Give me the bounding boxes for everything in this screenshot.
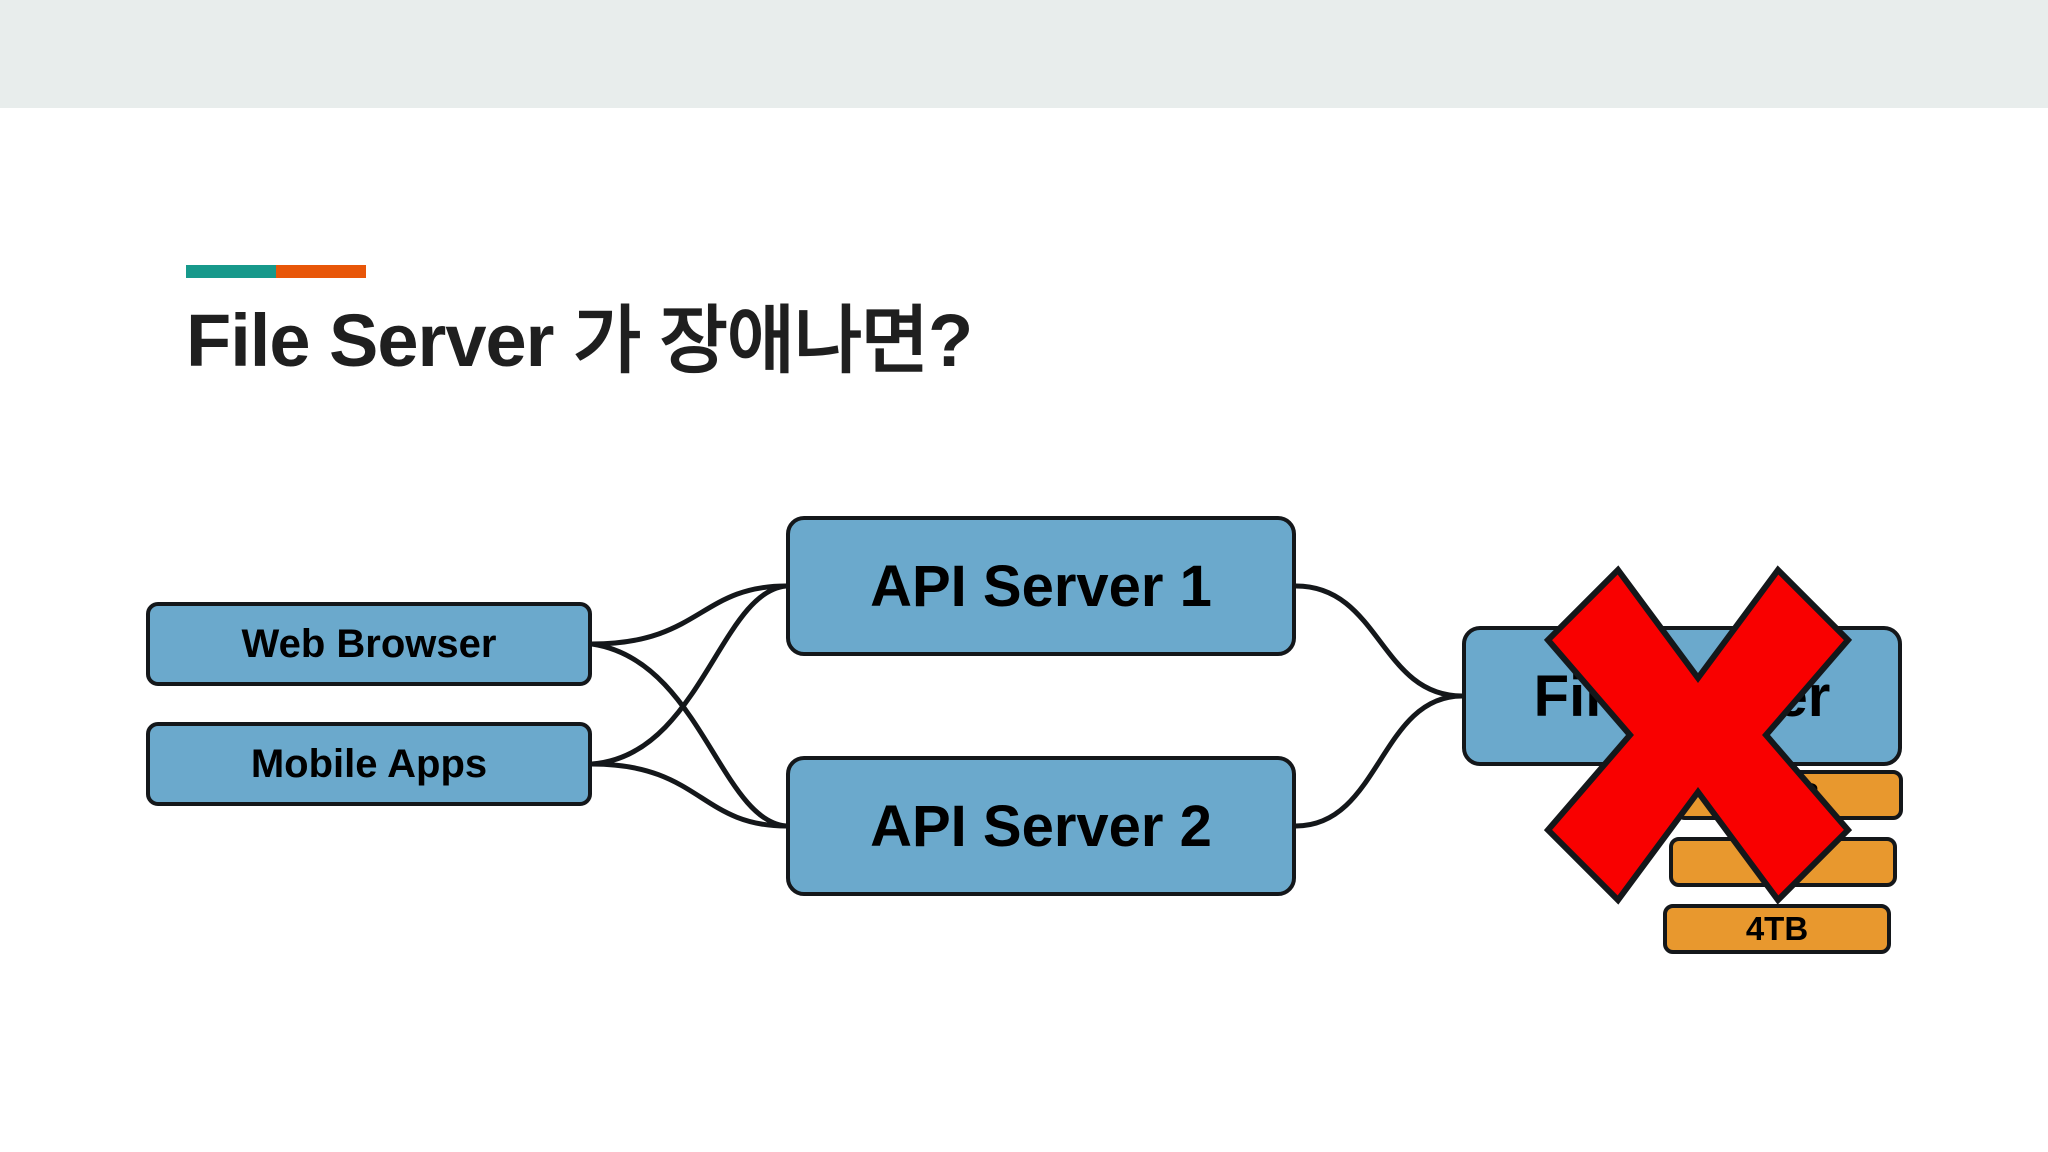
disk-bar: 4TB xyxy=(1663,904,1891,954)
top-band xyxy=(0,0,2048,108)
node-api-server-1[interactable]: API Server 1 xyxy=(786,516,1296,656)
node-mobile-apps-label: Mobile Apps xyxy=(250,741,488,786)
node-web-browser[interactable]: Web Browser xyxy=(146,602,592,686)
node-api-server-2-label: API Server 2 xyxy=(870,793,1212,859)
node-api-server-2[interactable]: API Server 2 xyxy=(786,756,1296,896)
page-title: File Server 가 장애나면? xyxy=(186,299,973,382)
accent-segment-teal xyxy=(186,265,276,278)
node-mobile-apps[interactable]: Mobile Apps xyxy=(146,722,592,806)
connector-api2-to-fileserver xyxy=(1295,693,1463,829)
connector-web-to-api2 xyxy=(591,641,787,829)
title-accent-bar xyxy=(186,265,366,278)
node-web-browser-label: Web Browser xyxy=(241,621,497,666)
connector-web-to-api1 xyxy=(591,583,787,647)
connector-mobile-to-api2 xyxy=(591,761,787,829)
accent-segment-orange xyxy=(276,265,366,278)
node-api-server-1-label: API Server 1 xyxy=(870,553,1212,619)
connector-api1-to-fileserver xyxy=(1295,583,1463,699)
connector-mobile-to-api1 xyxy=(591,583,787,767)
disk-capacity-label: 4TB xyxy=(1745,910,1809,947)
failure-x-icon xyxy=(1543,565,1853,905)
